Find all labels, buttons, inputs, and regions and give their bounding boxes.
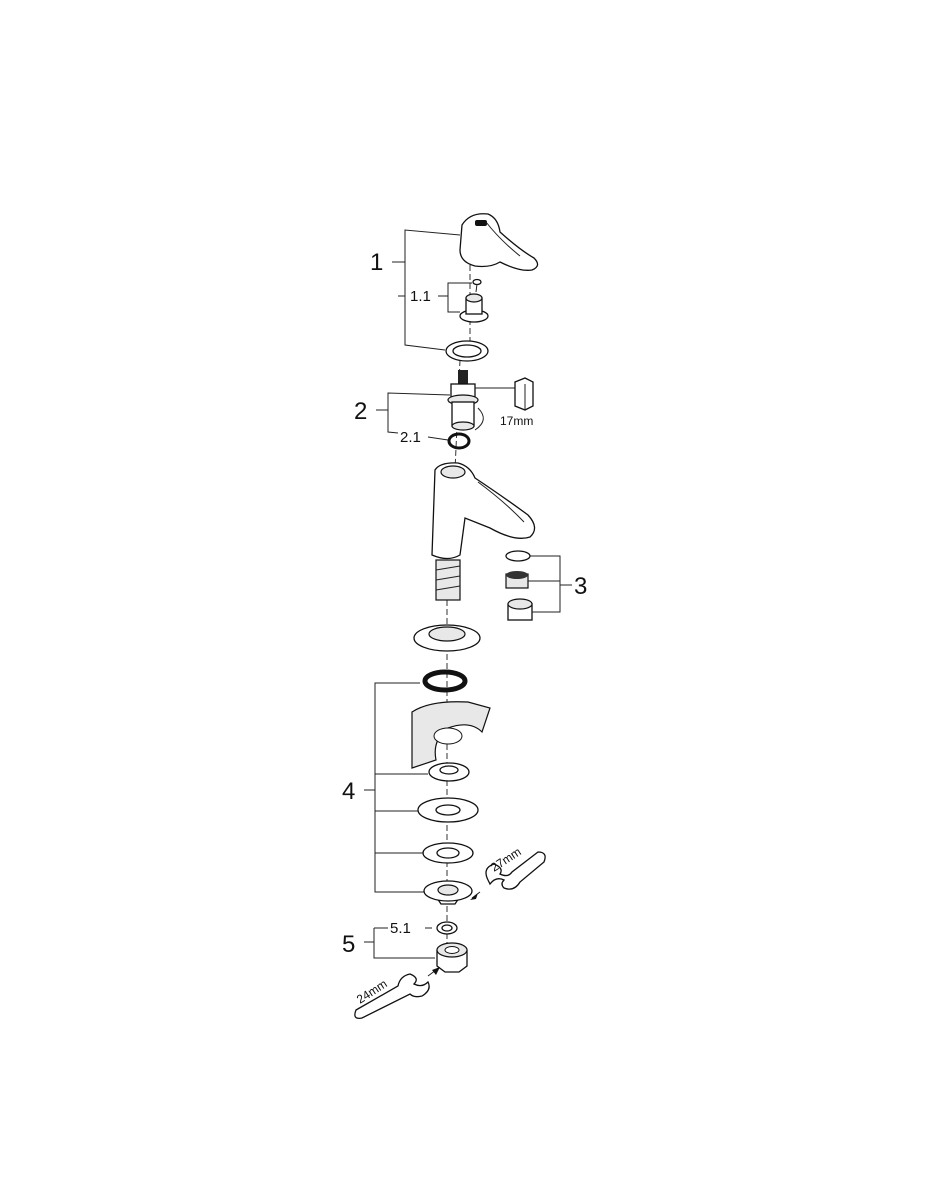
splined-adapter: [459, 293, 489, 323]
aerator-insert: [505, 571, 529, 589]
wrench-24mm-icon: [354, 967, 440, 1019]
part-3-label: 3: [574, 573, 587, 600]
base-flange-inner: [428, 626, 466, 642]
part-2-label: 2: [354, 398, 367, 425]
aerator-washer: [505, 550, 531, 562]
wrench-27mm-icon: [470, 851, 546, 900]
countertop-section: [411, 701, 491, 769]
compression-nut: [436, 942, 468, 973]
part-1-1-label: 1.1: [410, 288, 431, 305]
large-washer-hole: [435, 804, 461, 816]
spacer-washer-hole: [439, 765, 459, 775]
cover-ring-inner: [452, 344, 482, 358]
base-seal-ring: [422, 669, 468, 693]
rotation-arrow-icon: [474, 407, 484, 431]
faucet-body: [431, 462, 536, 601]
screw: [472, 278, 482, 293]
part-4-label: 4: [342, 778, 355, 805]
rubber-washer-hole: [436, 847, 460, 859]
part-5-1-label: 5.1: [390, 920, 411, 937]
o-ring: [447, 432, 471, 450]
brand-logo-icon: [475, 220, 487, 226]
fixing-nut: [423, 880, 473, 905]
part-1-label: 1: [370, 249, 383, 276]
part-5-label: 5: [342, 931, 355, 958]
cartridge: [447, 370, 479, 431]
aerator-housing: [507, 598, 533, 621]
socket-17mm-icon: [514, 377, 534, 411]
socket-size-label: 17mm: [500, 414, 533, 428]
lever-handle: [459, 213, 539, 271]
part-2-1-label: 2.1: [400, 429, 421, 446]
cone-washer-hole: [441, 924, 453, 932]
